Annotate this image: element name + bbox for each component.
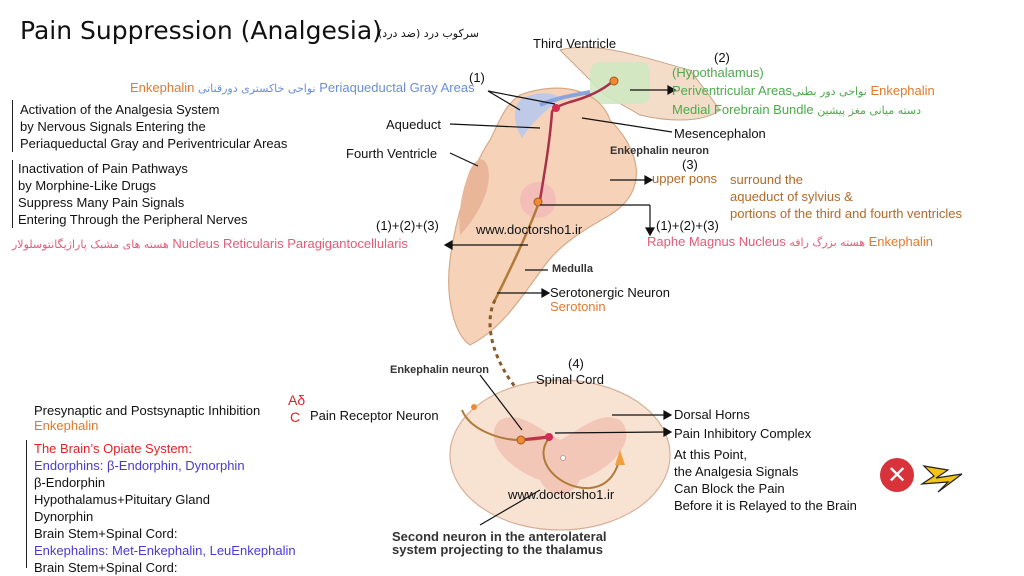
nrpg-label: Nucleus Reticularis Paragigantocellulari… [172, 236, 408, 251]
serotonergic-neuron-dashed [488, 299, 550, 433]
activation-bar [12, 100, 13, 152]
inactivation-line-3: Suppress Many Pain Signals [18, 195, 185, 210]
mesencephalon-pointer [581, 117, 673, 133]
aqueduct-shape [539, 90, 591, 107]
at-this-point-line-3: Can Block the Pain [674, 481, 785, 496]
pag-neuron-body [552, 104, 560, 112]
enkephalin-spinal-body [516, 435, 526, 445]
label-n3: (3) [682, 157, 698, 172]
spinal-cord-label: Spinal Cord [536, 372, 604, 387]
at-this-point-line-1: At this Point, [674, 447, 747, 462]
presynaptic-enkephalin: Enkephalin [34, 418, 99, 433]
hypothalamus-label: (Hypothalamus) [672, 65, 764, 80]
second-neuron-block: Second neuron in the anterolateral syste… [392, 530, 607, 556]
periventricular-label: Periventricular Areas [672, 83, 792, 98]
fiber-a-delta: Aδ [288, 392, 306, 408]
surround-line-1: surround the [730, 172, 803, 187]
opiate-endorphins: Endorphins: β-Endorphin, Dynorphin [34, 458, 245, 473]
opiate-bar [26, 440, 27, 568]
activation-line-1: Activation of the Analgesia System [20, 102, 220, 117]
mfb-label: Medial Forebrain Bundle [672, 102, 814, 117]
pag-label: Periaqueductal Gray Areas [319, 80, 475, 95]
label-n1: (1) [469, 70, 485, 85]
raphe-persian: هسته بزرگ رافه [789, 236, 866, 249]
opiate-beta-endorphin: β-Endorphin [34, 475, 106, 490]
opiate-brainstem-2: Brain Stem+Spinal Cord: [34, 560, 178, 575]
serotonergic-label: Serotonergic Neuron [550, 285, 670, 300]
pag-pointer-1 [487, 90, 521, 111]
combo-left: (1)+(2)+(3) [376, 218, 439, 233]
central-canal [560, 455, 566, 461]
dorsal-horns-label: Dorsal Horns [674, 407, 750, 422]
inhibitory-complex-body [545, 433, 553, 441]
page-title: Pain Suppression (Analgesia) [20, 16, 382, 45]
fiber-c: C [290, 409, 301, 425]
enkephalin-neuron-top-label: Enkephalin neuron [610, 145, 710, 157]
upper-pons-label: upper pons [652, 171, 718, 186]
serotonin-label: Serotonin [550, 299, 606, 314]
periventricular-enkephalin: Enkephalin [870, 83, 935, 98]
second-neuron-fiber [542, 436, 621, 490]
inactivation-line-1: Inactivation of Pain Pathways [18, 161, 188, 176]
presynaptic-label: Presynaptic and Postsynaptic Inhibition [34, 403, 261, 418]
raphe-enkephalin: Enkephalin [868, 234, 933, 249]
surround-line-2: aqueduct of sylvius & [730, 189, 853, 204]
opiate-enkephalins: Enkephalins: Met-Enkephalin, LeuEnkephal… [34, 543, 296, 558]
opiate-brainstem-1: Brain Stem+Spinal Cord: [34, 526, 178, 541]
fourth-ventricle-label: Fourth Ventricle [346, 146, 438, 161]
pag-persian: نواحی خاکستری دورقناتی [197, 82, 316, 95]
label-n2: (2) [714, 50, 730, 65]
at-this-point-line-2: the Analgesia Signals [674, 464, 799, 479]
enkephalin-neuron-pointer [479, 374, 523, 431]
fourth-ventricle-shape [459, 159, 489, 235]
aqueduct-label: Aqueduct [386, 117, 441, 132]
second-neuron-line-2: system projecting to the thalamus [392, 542, 603, 557]
second-neuron-pointer [479, 489, 541, 526]
pain-receptor-ending [471, 404, 477, 410]
pain-receptor-label: Pain Receptor Neuron [310, 408, 439, 423]
hypothalamus-area [590, 62, 650, 104]
inhibitory-pointer [554, 431, 665, 434]
nrpg-persian: هسته های مشبک پاراژیگانتوسلولار [12, 238, 169, 251]
website-bottom: www.doctorsho1.ir [508, 487, 615, 502]
raphe-label: Raphe Magnus Nucleus [647, 234, 786, 249]
hypothalamus-neuron-body [609, 76, 619, 86]
ascending-arrow [615, 450, 625, 465]
opiate-dynorphin: Dynorphin [34, 509, 94, 524]
lightning-bolt-icon [919, 465, 963, 493]
at-this-point-block: At this Point, the Analgesia Signals Can… [674, 446, 857, 514]
at-this-point-line-4: Before it is Relayed to the Brain [674, 498, 857, 513]
mfb-persian: دسته میانی مغز پیشین [817, 104, 922, 117]
pag-pointer-2 [487, 90, 556, 105]
mesencephalon-label: Mesencephalon [674, 126, 766, 141]
medulla-label: Medulla [552, 263, 593, 275]
inactivation-line-4: Entering Through the Peripheral Nerves [18, 212, 248, 227]
title-persian: سرکوب درد (ضد درد) [378, 27, 479, 40]
activation-line-3: Periaqueductal Gray and Periventricular … [20, 136, 288, 151]
periventricular-persian: نواحی دور بطنی [791, 85, 867, 98]
fourth-ventricle-pointer [449, 152, 479, 167]
pain-inhibitory-label: Pain Inhibitory Complex [674, 426, 812, 441]
website-top: www.doctorsho1.ir [476, 222, 583, 237]
inactivation-bar [12, 160, 13, 228]
opiate-hypothalamus: Hypothalamus+Pituitary Gland [34, 492, 210, 507]
stop-x-icon: ✕ [880, 458, 914, 492]
pag-enkephalin: Enkephalin [130, 80, 195, 95]
second-neuron-line-1: Second neuron in the anterolateral [392, 529, 607, 544]
surround-line-3: portions of the third and fourth ventric… [730, 206, 962, 221]
surround-block: surround the aqueduct of sylvius & porti… [730, 171, 962, 222]
enkephalin-neuron-bottom-label: Enkephalin neuron [390, 364, 490, 376]
inactivation-block: Inactivation of Pain Pathways by Morphin… [18, 160, 248, 228]
opiate-block: The Brain’s Opiate System: Endorphins: β… [34, 440, 296, 576]
combo-right: (1)+(2)+(3) [656, 218, 719, 233]
label-n4: (4) [568, 356, 584, 371]
activation-line-2: by Nervous Signals Entering the [20, 119, 206, 134]
activation-block: Activation of the Analgesia System by Ne… [20, 101, 287, 152]
gray-matter-shape [493, 417, 627, 495]
inactivation-line-2: by Morphine-Like Drugs [18, 178, 157, 193]
third-ventricle-label: Third Ventricle [533, 36, 617, 51]
opiate-heading: The Brain’s Opiate System: [34, 441, 192, 456]
aqueduct-pointer [449, 123, 541, 129]
